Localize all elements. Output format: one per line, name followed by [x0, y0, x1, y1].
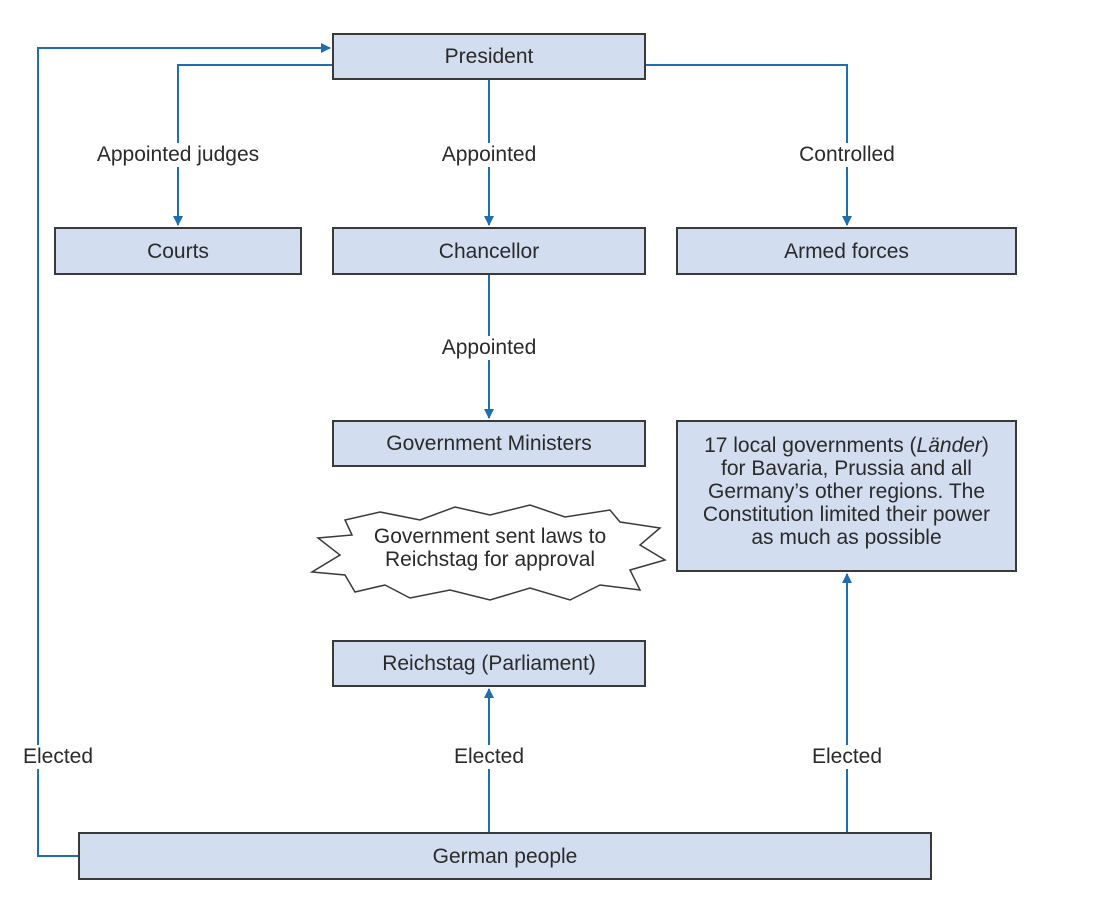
- lander-suffix: ): [981, 434, 989, 457]
- label-controlled: Controlled: [797, 143, 897, 167]
- label-elected-lander: Elected: [809, 745, 885, 769]
- burst-shape: [309, 504, 667, 601]
- node-president: President: [332, 33, 646, 80]
- edge-people-president: [37, 43, 331, 857]
- node-ministers: Government Ministers: [332, 420, 646, 467]
- node-armed-forces: Armed forces: [676, 227, 1017, 275]
- node-lander: 17 local governments (Länder) for Bavari…: [676, 420, 1017, 572]
- node-courts: Courts: [54, 227, 302, 275]
- label-appointed-judges: Appointed judges: [94, 143, 262, 167]
- label-appointed-chancellor: Appointed: [439, 143, 539, 167]
- node-reichstag: Reichstag (Parliament): [332, 640, 646, 687]
- edge-president-courts: [173, 64, 332, 226]
- edge-president-armed: [646, 64, 852, 226]
- lander-rest: for Bavaria, Prussia and all Germany’s o…: [702, 457, 991, 549]
- lander-italic: Länder: [916, 434, 982, 457]
- label-appointed-ministers: Appointed: [439, 336, 539, 360]
- label-elected-president: Elected: [20, 745, 96, 769]
- node-chancellor: Chancellor: [332, 227, 646, 275]
- burst-label: Government sent laws to Reichstag for ap…: [373, 525, 607, 571]
- node-german-people: German people: [78, 832, 932, 880]
- lander-prefix: 17 local governments (: [704, 434, 917, 457]
- label-elected-reichstag: Elected: [451, 745, 527, 769]
